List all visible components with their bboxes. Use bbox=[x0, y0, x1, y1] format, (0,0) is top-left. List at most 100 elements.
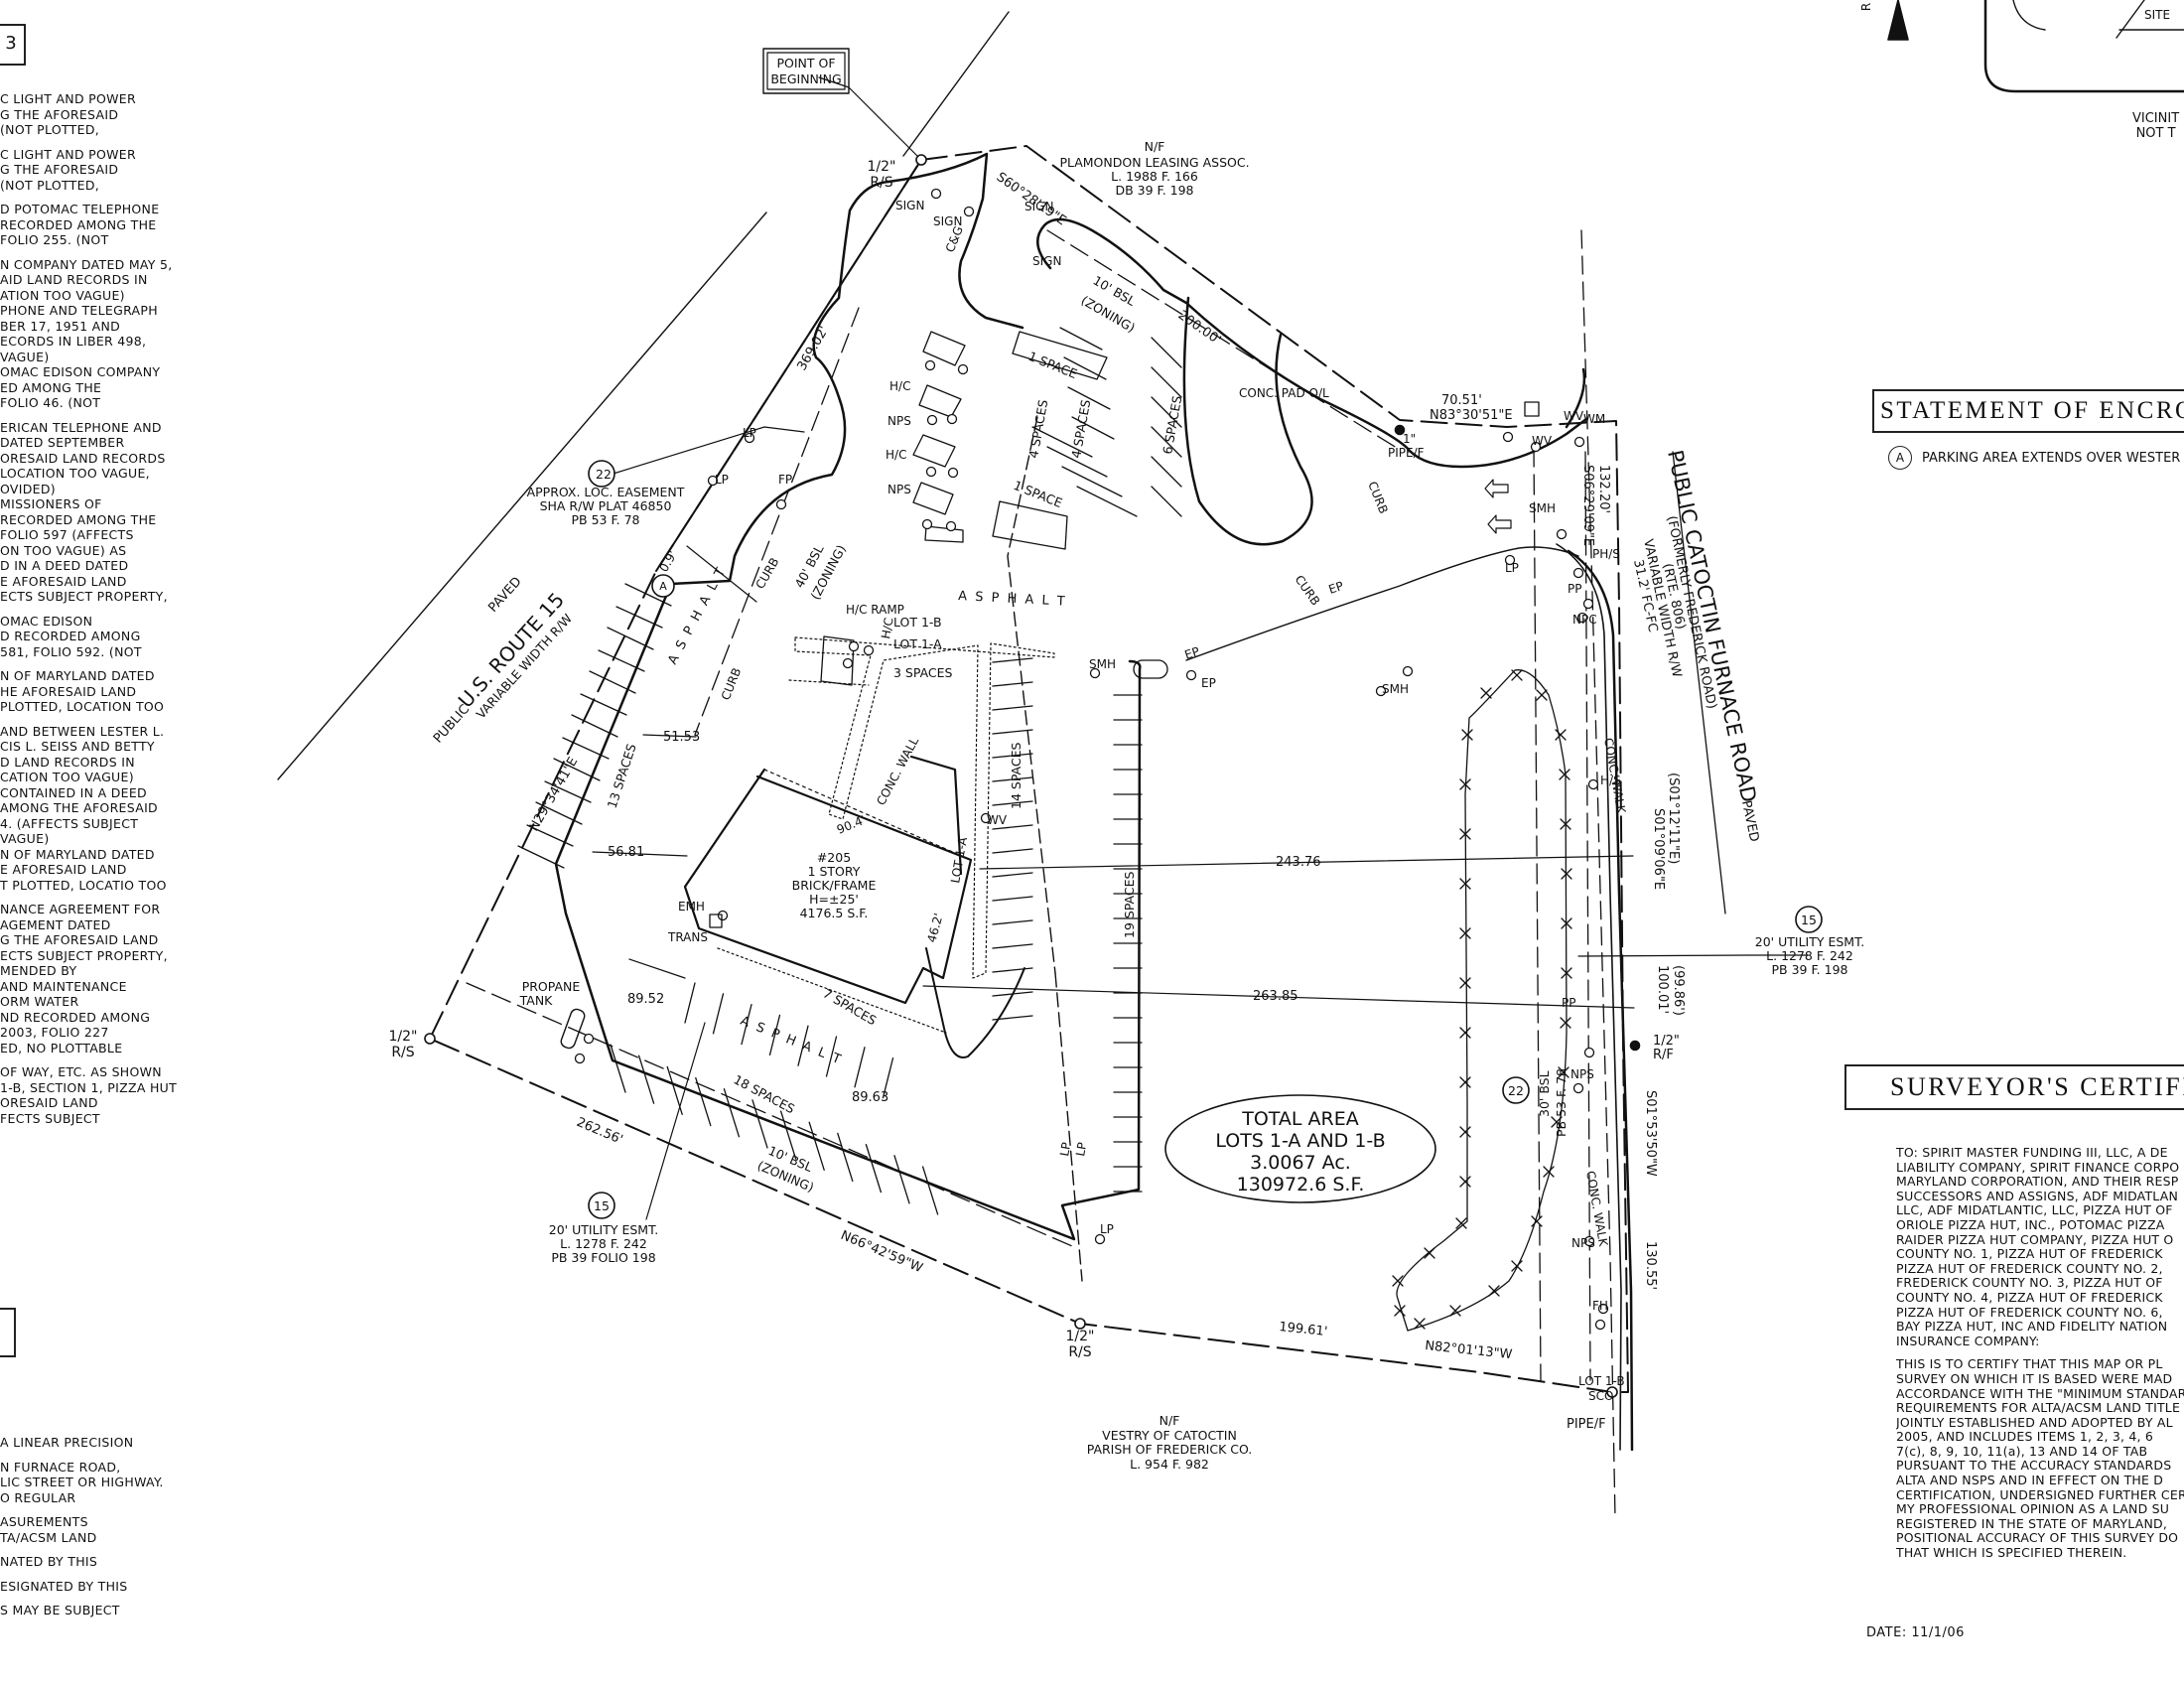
building-stories: 1 STORY bbox=[808, 864, 861, 879]
site-label: EMH bbox=[678, 900, 705, 914]
certification-line: MY PROFESSIONAL OPINION AS A LAND SU bbox=[1896, 1501, 2170, 1517]
bearing-n82: N82°01'13"W bbox=[1425, 1338, 1513, 1362]
asphalt-label-west: A S P H A L T bbox=[665, 564, 730, 667]
bsl-10-south-line bbox=[466, 982, 1073, 1247]
ref-a-label: A bbox=[659, 580, 667, 593]
vicinity-caption: VICINIT NOT T bbox=[2132, 111, 2179, 141]
note-line: BER 17, 1951 AND bbox=[0, 318, 121, 334]
site-label: LP bbox=[1505, 561, 1519, 575]
site-label: SIGN bbox=[1024, 200, 1053, 213]
note-line: D LAND RECORDS IN bbox=[0, 754, 135, 770]
site-label: FP bbox=[778, 473, 792, 487]
dim-243: 243.76 bbox=[1276, 855, 1321, 870]
note-line: N OF MARYLAND DATED bbox=[0, 668, 155, 683]
note-line: RECORDED AMONG THE bbox=[0, 216, 157, 232]
note-line: AGEMENT DATED bbox=[0, 916, 111, 932]
site-label: WV bbox=[1532, 434, 1553, 448]
parking-outline-south bbox=[554, 582, 1142, 1241]
building-construction: BRICK/FRAME bbox=[792, 878, 877, 893]
pob-label-1: POINT OF bbox=[776, 56, 835, 70]
note-line: E AFORESAID LAND bbox=[0, 573, 127, 589]
certification-line: THAT WHICH IS SPECIFIED THEREIN. bbox=[1896, 1545, 2127, 1561]
note-line: O REGULAR bbox=[0, 1489, 76, 1505]
site-label: FH bbox=[1592, 1299, 1608, 1313]
us15-row-line bbox=[277, 211, 767, 780]
note-line: ASUREMENTS bbox=[0, 1514, 88, 1529]
note-line: HE AFORESAID LAND bbox=[0, 683, 137, 699]
note-line: PLOTTED, LOCATION TOO bbox=[0, 699, 165, 714]
note-line: DATED SEPTEMBER bbox=[0, 435, 125, 450]
certification-line: BAY PIZZA HUT, INC AND FIDELITY NATION bbox=[1896, 1319, 2168, 1335]
site-label: EP bbox=[1183, 644, 1201, 662]
site-label: SIGN bbox=[1032, 254, 1061, 268]
nf-south-1: N/F bbox=[1160, 1413, 1180, 1428]
note-line: N COMPANY DATED MAY 5, bbox=[0, 256, 173, 272]
certification-line: REGISTERED IN THE STATE OF MARYLAND, bbox=[1896, 1515, 2168, 1531]
dim-462: 46.2' bbox=[924, 912, 945, 944]
asphalt-label-north: A S P H A L T bbox=[958, 589, 1067, 610]
bearing-n66: N66°42'59"W bbox=[838, 1228, 924, 1276]
rs-top-1: 1/2" bbox=[868, 159, 896, 175]
note-line: 1-B, SECTION 1, PIZZA HUT bbox=[0, 1079, 178, 1095]
bsl-10-north-line bbox=[1046, 229, 1401, 451]
pipe-bottom: PIPE/F bbox=[1567, 1417, 1606, 1432]
site-label: TRANS bbox=[667, 930, 708, 944]
note-line: OMAC EDISON bbox=[0, 613, 93, 629]
certification-line: COUNTY NO. 1, PIZZA HUT OF FREDERICK bbox=[1896, 1246, 2163, 1262]
utility-points bbox=[574, 188, 1609, 1331]
nf-north-2: PLAMONDON LEASING ASSOC. bbox=[1059, 155, 1249, 170]
note-line: ESIGNATED BY THIS bbox=[0, 1578, 128, 1594]
site-label: WV bbox=[1564, 409, 1584, 423]
site-label: SMH bbox=[1529, 501, 1556, 515]
note-line: S MAY BE SUBJECT bbox=[0, 1603, 120, 1618]
certification-line: PURSUANT TO THE ACCURACY STANDARDS bbox=[1896, 1458, 2172, 1474]
total-area-title: TOTAL AREA bbox=[1241, 1108, 1359, 1130]
note-line: D POTOMAC TELEPHONE bbox=[0, 202, 160, 216]
site-label: PH/S bbox=[1592, 547, 1620, 561]
dim-904: 90.4' bbox=[835, 813, 868, 837]
pob-box bbox=[762, 48, 850, 94]
dim-5681: 56.81 bbox=[608, 845, 644, 860]
note-line: 581, FOLIO 592. (NOT bbox=[0, 643, 142, 659]
site-label: WV bbox=[987, 813, 1008, 827]
bearing-s01-09: S01°09'06"E bbox=[1651, 808, 1666, 890]
certification-line: REQUIREMENTS FOR ALTA/ACSM LAND TITLE bbox=[1896, 1400, 2181, 1416]
bearing-s01-53: S01°53'50"W bbox=[1643, 1090, 1658, 1177]
building-area: 4176.5 S.F. bbox=[800, 906, 869, 920]
ref-15-left-label: 15 bbox=[594, 1198, 610, 1213]
bearing-s06: S06°29'09"E bbox=[1580, 465, 1595, 546]
dist-100: 100.01' bbox=[1655, 965, 1670, 1014]
north-arrow-label: R bbox=[1859, 2, 1874, 12]
note-line: 4. (AFFECTS SUBJECT bbox=[0, 815, 139, 831]
note-line: CATION TOO VAGUE) bbox=[0, 770, 134, 784]
note-line: AID LAND RECORDS IN bbox=[0, 272, 148, 287]
total-area-ellipse bbox=[1164, 1094, 1436, 1203]
site-label: EP bbox=[1327, 579, 1345, 597]
nf-north-4: DB 39 F. 198 bbox=[1115, 183, 1193, 198]
dist-130: 130.55' bbox=[1643, 1241, 1658, 1290]
us15-paved: PAVED bbox=[485, 574, 524, 615]
corner-box-top-left: 3 bbox=[0, 24, 26, 66]
note-line: A LINEAR PRECISION bbox=[0, 1435, 134, 1450]
note-line: MISSIONERS OF bbox=[0, 496, 102, 511]
note-line: ORESAID LAND RECORDS bbox=[0, 450, 166, 466]
note-line: VAGUE) bbox=[0, 831, 50, 846]
note-line: (NOT PLOTTED, bbox=[0, 177, 100, 193]
rs-bottom-2: R/S bbox=[1068, 1344, 1091, 1360]
note-line: G THE AFORESAID LAND bbox=[0, 932, 159, 947]
edge-of-pavement-east bbox=[1185, 546, 1579, 661]
dim-8963: 89.63 bbox=[852, 1090, 888, 1105]
note-line: OVIDED) bbox=[0, 481, 56, 496]
ref-22-marker bbox=[588, 460, 615, 488]
rs-left-2: R/S bbox=[391, 1045, 414, 1060]
vicinity-caption-2: NOT T bbox=[2135, 126, 2176, 141]
dim-line-243 bbox=[979, 855, 1634, 870]
bsl-40-line bbox=[694, 307, 860, 736]
north-arrow-icon bbox=[1887, 0, 1909, 41]
encroachment-marker: A bbox=[1888, 446, 1912, 470]
surveyor-certificate-title: SURVEYOR'S CERTIFIC bbox=[1844, 1064, 2184, 1110]
site-label: H/C bbox=[889, 379, 910, 393]
certificate-date: DATE: 11/1/06 bbox=[1866, 1625, 1965, 1640]
note-line: ED, NO PLOTTABLE bbox=[0, 1040, 123, 1055]
